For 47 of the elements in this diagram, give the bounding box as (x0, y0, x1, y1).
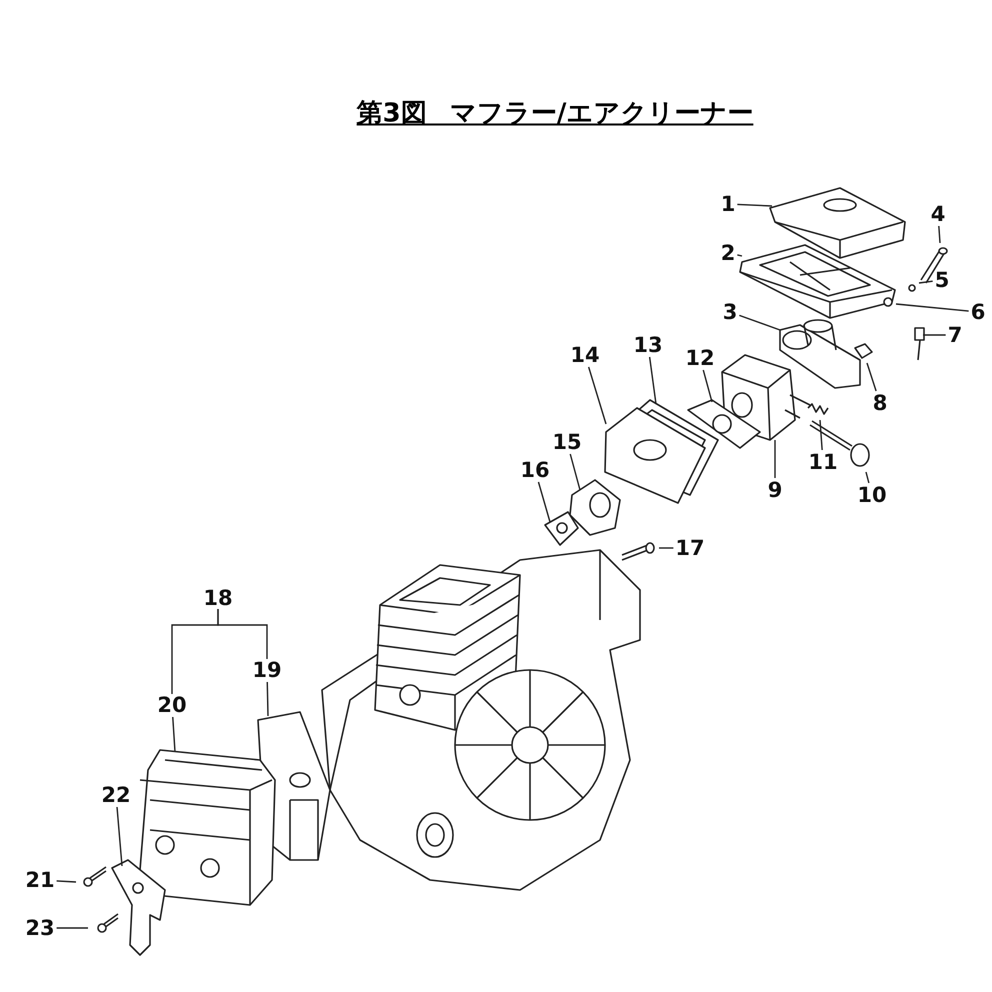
leader-line (266, 682, 269, 716)
leader-line (56, 880, 76, 883)
leader-line (538, 482, 551, 522)
leader-line (774, 440, 776, 478)
callout-number: 15 (552, 431, 582, 453)
callout-number: 22 (101, 784, 131, 806)
callout-number: 13 (633, 334, 663, 356)
callout-number: 11 (808, 451, 838, 473)
callout-number: 10 (857, 484, 887, 506)
leader-line (739, 314, 780, 331)
callout-number: 4 (930, 203, 946, 225)
callout-number: 7 (948, 324, 962, 346)
callout-number: 21 (25, 869, 55, 891)
callout-number: 14 (570, 344, 600, 366)
callout-number: 5 (934, 269, 950, 291)
leader-line (116, 806, 123, 866)
callout-number: 23 (25, 917, 55, 939)
callout-number: 9 (768, 479, 782, 501)
leader-line (570, 454, 581, 490)
leader-line (923, 334, 946, 336)
leader-line (648, 356, 657, 404)
callout-number: 6 (970, 301, 986, 323)
callout-number: 3 (722, 301, 738, 323)
leader-line (702, 370, 713, 402)
leader-line (938, 226, 941, 244)
callout-number: 18 (203, 587, 233, 609)
leader-line (172, 716, 176, 752)
title: 第3図 マフラー/エアクリーナー (356, 98, 754, 130)
callout-number: 8 (872, 392, 888, 414)
callout-number: 17 (675, 537, 705, 559)
callout-number: 12 (685, 347, 715, 369)
callout-number: 20 (157, 694, 187, 716)
callout-number: 19 (252, 659, 282, 681)
leader-line (588, 366, 607, 424)
leader-line (737, 254, 742, 257)
leader-line (865, 472, 870, 484)
callout-number: 2 (720, 242, 736, 264)
callout-number: 1 (720, 193, 736, 215)
leader-line (737, 204, 772, 207)
leader-line (56, 927, 88, 929)
leader-line (896, 303, 969, 312)
leader-line (659, 547, 674, 549)
leader-line (171, 609, 219, 694)
callout-number: 16 (520, 459, 550, 481)
leader-line (918, 280, 933, 284)
leader-line (866, 362, 877, 392)
leader-line (819, 420, 823, 450)
